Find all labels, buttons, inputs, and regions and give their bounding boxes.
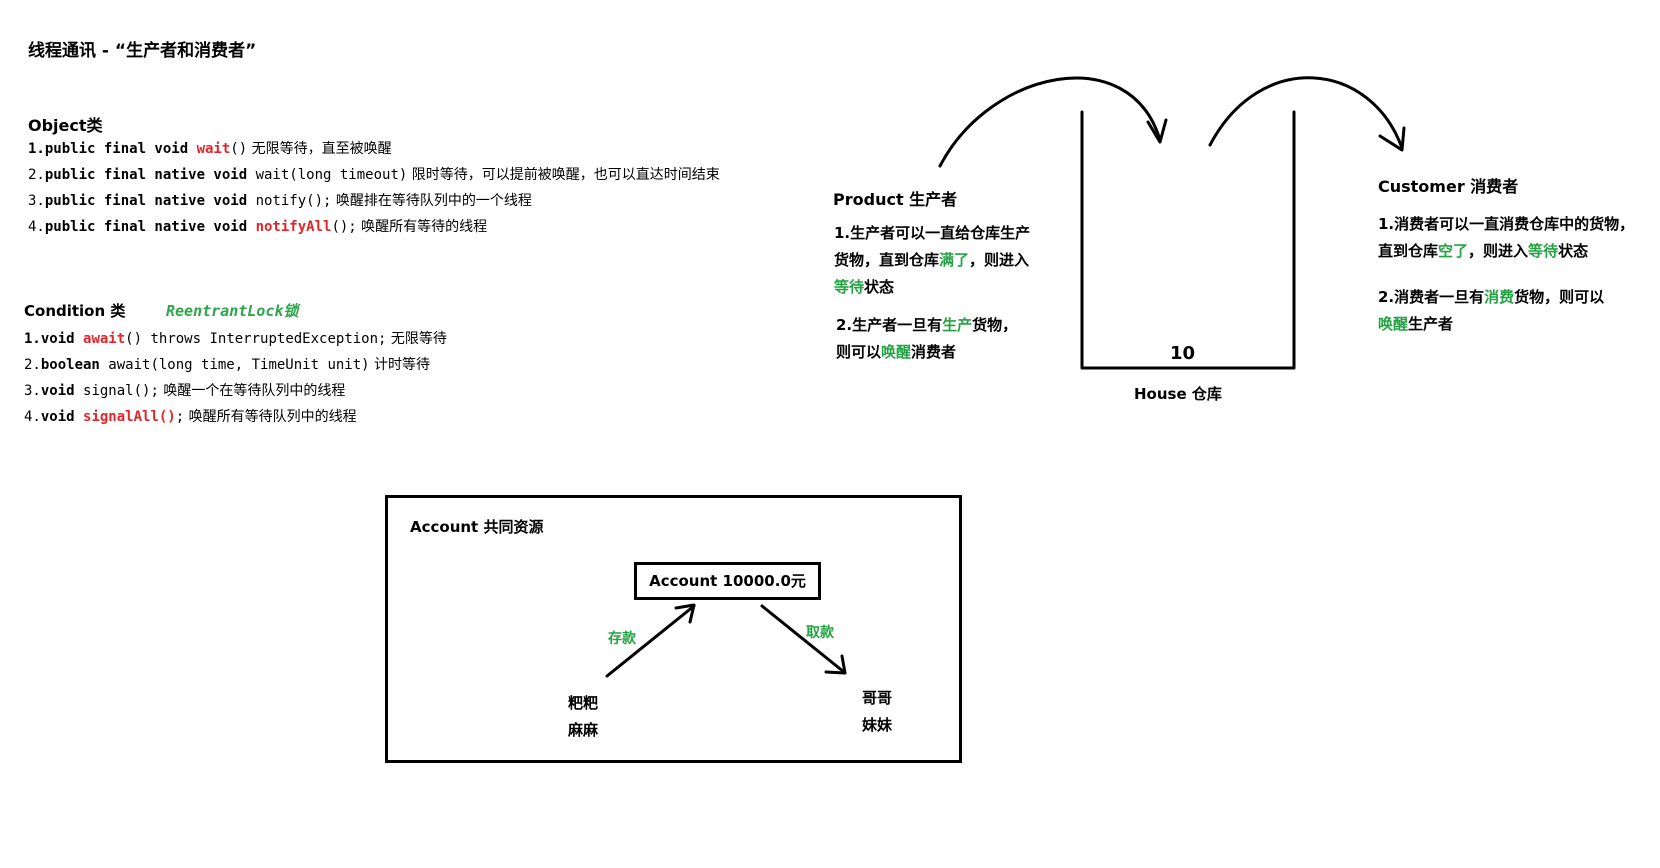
condition-line-4: 4.void signalAll(); 唤醒所有等待队列中的线程 [24, 409, 357, 425]
producer-arrow [938, 76, 1162, 168]
consumer-arrowhead [1378, 126, 1406, 152]
consumer-heading: Customer 消费者 [1378, 177, 1519, 196]
withdraw-arrow [760, 604, 846, 674]
warehouse-outline [1080, 110, 1296, 370]
reentrantlock-label: ReentrantLock锁 [166, 302, 299, 320]
condition-line-1: 1.void await() throws InterruptedExcepti… [24, 331, 447, 347]
producer-arrowhead [1146, 118, 1168, 144]
condition-line-2: 2.boolean await(long time, TimeUnit unit… [24, 357, 431, 373]
deposit-arrow [605, 604, 696, 678]
condition-line-3: 3.void signal(); 唤醒一个在等待队列中的线程 [24, 383, 346, 399]
withdrawer-brother: 哥哥 [862, 689, 893, 707]
object-methods: 1.public final void wait() 无限等待，直至被唤醒 2.… [28, 136, 720, 240]
page-title: 线程通讯 - “生产者和消费者” [28, 41, 257, 61]
depositor-dad: 粑粑 [568, 694, 599, 712]
account-balance-box: Account 10000.0元 [634, 562, 821, 600]
withdrawers: 哥哥 妹妹 [862, 685, 892, 739]
object-line-2: 2.public final native void wait(long tim… [28, 167, 720, 183]
depositor-mom: 麻麻 [568, 721, 599, 739]
warehouse-label: House 仓库 [1134, 385, 1222, 403]
object-heading: Object类 [28, 116, 103, 135]
object-line-4: 4.public final native void notifyAll(); … [28, 219, 488, 235]
warehouse-count: 10 [1170, 343, 1196, 364]
withdrawer-sister: 妹妹 [862, 716, 893, 734]
depositors: 粑粑 麻麻 [568, 690, 598, 744]
producer-desc-1: 1.生产者可以一直给仓库生产 货物，直到仓库满了，则进入 等待状态 [834, 224, 1031, 296]
consumer-desc-2: 2.消费者一旦有消费货物，则可以 唤醒生产者 [1378, 288, 1605, 333]
withdraw-label: 取款 [806, 625, 834, 641]
object-line-1: 1.public final void wait() 无限等待，直至被唤醒 [28, 141, 392, 157]
account-heading: Account 共同资源 [410, 518, 544, 536]
condition-methods: 1.void await() throws InterruptedExcepti… [24, 326, 447, 430]
consumer-desc-1: 1.消费者可以一直消费仓库中的货物， 直到仓库空了，则进入等待状态 [1378, 215, 1635, 260]
producer-desc-2: 2.生产者一旦有生产货物， 则可以唤醒消费者 [836, 316, 1018, 361]
condition-heading: Condition 类 [24, 302, 126, 320]
producer-heading: Product 生产者 [833, 190, 958, 209]
deposit-label: 存款 [608, 631, 636, 647]
consumer-arrow [1208, 76, 1404, 150]
withdraw-arrowhead [824, 654, 847, 675]
account-resource-box [385, 495, 962, 763]
deposit-arrowhead [674, 603, 696, 624]
object-line-3: 3.public final native void notify(); 唤醒排… [28, 193, 532, 209]
